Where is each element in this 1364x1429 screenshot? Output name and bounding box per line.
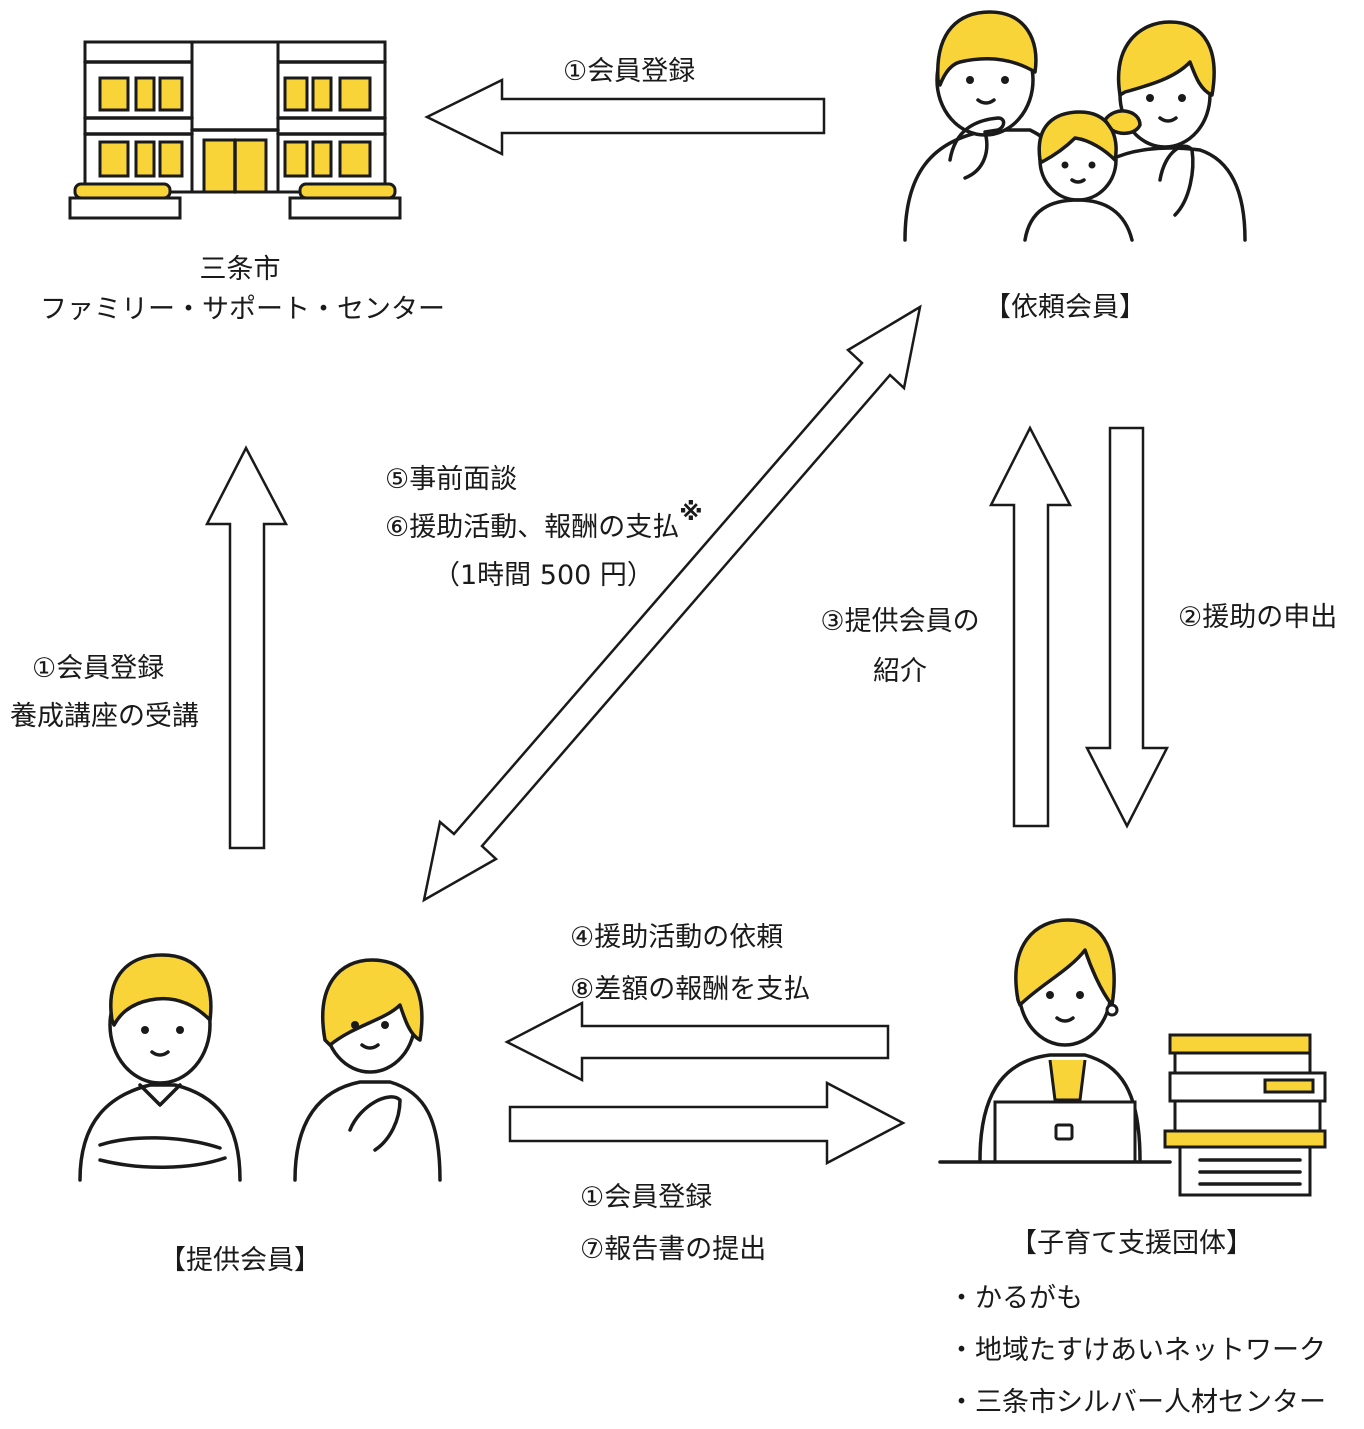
flow-left-line2: 養成講座の受講 [10,701,199,732]
flow-diagonal-line3: （1時間 500 円） [433,560,654,591]
provider-illustration [78,953,442,1182]
flow-top-label: ①会員登録 [563,56,696,87]
flow-diagonal-line2: ⑥援助活動、報酬の支払※ [385,498,703,552]
arrow-right-up [988,425,1073,828]
requester-label: 【依頼会員】 [984,292,1146,323]
center-label-line1: 三条市 [199,254,281,285]
family-illustration [903,10,1247,242]
flow-right-up-line1: ③提供会員の [820,606,980,637]
flow-bottom-lower-label: ①会員登録 ⑦報告書の提出 [580,1172,766,1276]
organization-label: 【子育て支援団体】 [1010,1228,1253,1259]
flow-diagonal-label: ⑤事前面談 ⑥援助活動、報酬の支払※ （1時間 500 円） [385,456,703,600]
flow-bottom-lower-line2: ⑦報告書の提出 [580,1234,767,1265]
arrow-bottom-right [508,1080,906,1166]
organization-item: ・地域たすけあいネットワーク [948,1335,1326,1366]
diagram-canvas [68,10,1327,1197]
arrow-diagonal-both [422,304,922,903]
flow-bottom-upper-line1: ④援助活動の依頼 [570,922,784,953]
organization-illustration [938,918,1327,1197]
organization-list: ・かるがも ・地域たすけあいネットワーク ・三条市シルバー人材センター [948,1273,1326,1429]
flow-bottom-upper-line2: ⑧差額の報酬を支払 [570,974,811,1005]
flow-bottom-lower-line1: ①会員登録 [580,1182,713,1213]
center-label-line2: ファミリー・サポート・センター [40,294,445,326]
flow-left-label: ①会員登録 養成講座の受講 [10,645,199,741]
flow-left-line1: ①会員登録 [32,653,165,684]
flow-right-up-label: ③提供会員の 紹介 [800,597,1000,697]
flow-diagonal-line1: ⑤事前面談 [385,464,518,495]
footnote-mark: ※ [679,498,703,526]
arrow-bottom-left [504,1000,890,1083]
organization-item: ・かるがも [948,1283,1083,1314]
arrow-right-down [1084,426,1170,829]
flow-bottom-upper-label: ④援助活動の依頼 ⑧差額の報酬を支払 [570,912,810,1016]
building-icon [68,40,402,220]
provider-label: 【提供会員】 [159,1245,321,1276]
flow-right-down-label: ②援助の申出 [1178,602,1338,633]
flow-right-up-line2: 紹介 [873,656,927,687]
arrow-left-up [204,445,289,850]
arrow-top-left [424,77,826,157]
organization-item: ・三条市シルバー人材センター [948,1387,1326,1418]
flow-diagonal-line2-text: ⑥援助活動、報酬の支払 [385,512,680,543]
center-label: 三条市 ファミリー・サポート・センター [40,252,445,329]
